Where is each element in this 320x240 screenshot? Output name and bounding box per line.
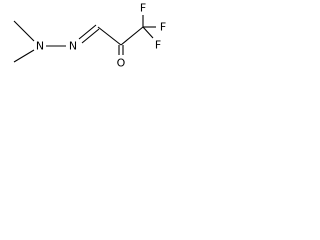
bond-n2-ch-double-a <box>81 28 100 44</box>
fluorine-lower-label: F <box>155 39 161 52</box>
nitrogen-2-label: N <box>69 40 77 53</box>
oxygen-label: O <box>117 57 126 70</box>
nitrogen-1-label: N <box>36 40 44 53</box>
bond-n2-ch-double-b <box>78 24 97 40</box>
bond-methyl-top-n1 <box>13 20 35 42</box>
chemical-structure: N N O F F F <box>13 2 166 70</box>
fluorine-right-label: F <box>160 21 166 34</box>
fluorine-top-label: F <box>140 2 146 15</box>
bond-carbonyl-cf3 <box>120 26 144 46</box>
bond-methyl-bottom-n1 <box>13 49 35 63</box>
bond-cf3-f-lower <box>142 26 154 39</box>
bond-ch-carbonyl <box>97 26 122 46</box>
